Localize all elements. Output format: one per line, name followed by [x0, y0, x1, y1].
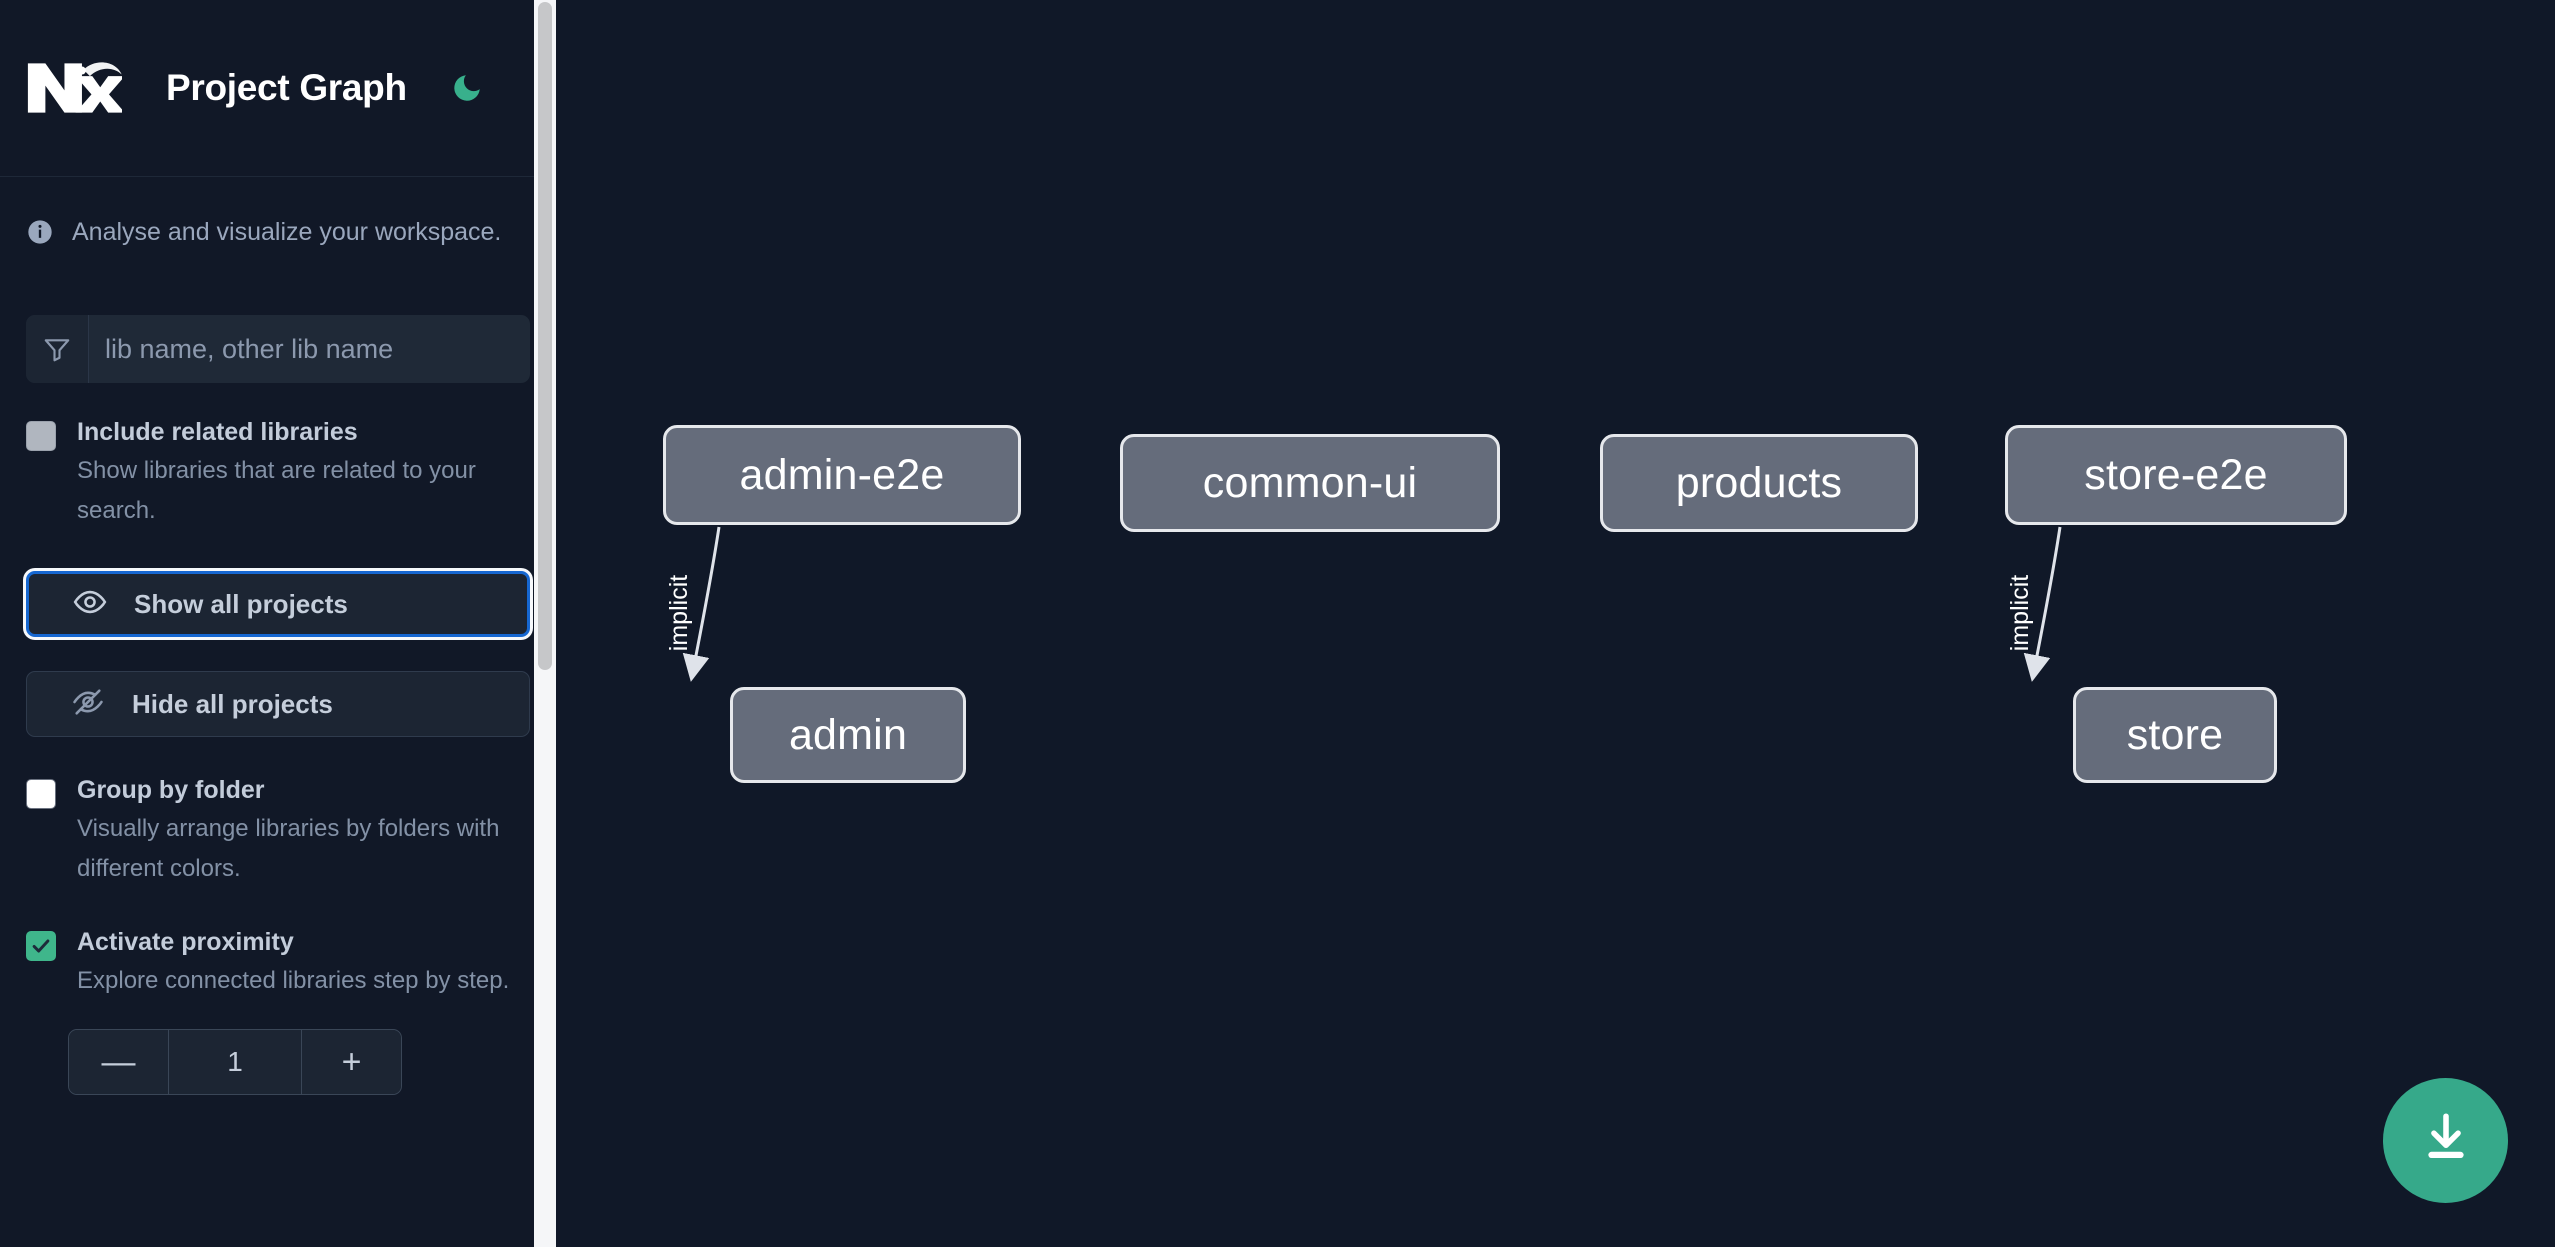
- edge-label-implicit-admin: implicit: [665, 575, 693, 651]
- hide-all-projects-label: Hide all projects: [132, 688, 333, 719]
- page-title: Project Graph: [166, 67, 407, 108]
- activate-proximity-checkbox[interactable]: [26, 931, 56, 961]
- include-related-libraries-checkbox[interactable]: [26, 421, 56, 451]
- option-texts: Group by folder Visually arrange librari…: [77, 775, 517, 889]
- option-texts: Include related libraries Show libraries…: [77, 417, 517, 531]
- option-title: Group by folder: [77, 776, 265, 804]
- filter-field[interactable]: [26, 315, 530, 383]
- graph-node-label: admin: [788, 710, 908, 759]
- search-input[interactable]: [89, 315, 530, 383]
- option-description: Visually arrange libraries by folders wi…: [77, 815, 500, 882]
- proximity-increment-button[interactable]: +: [301, 1030, 401, 1094]
- option-include-related-libraries[interactable]: Include related libraries Show libraries…: [0, 417, 556, 531]
- proximity-stepper: — 1 +: [68, 1029, 402, 1095]
- graph-node-store[interactable]: store: [2073, 687, 2277, 783]
- download-graph-button[interactable]: [2383, 1078, 2508, 1203]
- moon-icon[interactable]: [445, 66, 489, 110]
- option-texts: Activate proximity Explore connected lib…: [77, 927, 509, 1001]
- edge-admin-e2e-to-admin: [682, 526, 721, 682]
- graph-node-products[interactable]: products: [1600, 434, 1918, 532]
- edge-label-implicit-store: implicit: [2006, 575, 2034, 651]
- graph-node-store-e2e[interactable]: store-e2e: [2005, 425, 2347, 525]
- info-icon: [26, 218, 54, 246]
- graph-canvas[interactable]: implicit implicit admin-e2e common-ui pr…: [556, 0, 2555, 1247]
- graph-node-label: common-ui: [1202, 458, 1418, 507]
- show-all-projects-label: Show all projects: [134, 588, 348, 619]
- graph-edges: implicit implicit: [665, 526, 2062, 682]
- option-title: Activate proximity: [77, 928, 294, 956]
- graph-node-label: products: [1675, 458, 1843, 507]
- group-by-folder-checkbox[interactable]: [26, 779, 56, 809]
- option-description: Explore connected libraries step by step…: [77, 967, 510, 994]
- hide-all-projects-button[interactable]: Hide all projects: [26, 671, 530, 737]
- proximity-value: 1: [169, 1030, 301, 1094]
- option-title: Include related libraries: [77, 418, 358, 446]
- sidebar-scrollbar-thumb[interactable]: [538, 2, 552, 670]
- option-activate-proximity[interactable]: Activate proximity Explore connected lib…: [0, 927, 556, 1001]
- nx-logo-icon: [26, 57, 122, 119]
- show-all-projects-button[interactable]: Show all projects: [26, 571, 530, 637]
- graph-node-common-ui[interactable]: common-ui: [1120, 434, 1500, 532]
- eye-icon: [73, 585, 107, 624]
- download-icon: [2417, 1109, 2475, 1172]
- graph-node-admin-e2e[interactable]: admin-e2e: [663, 425, 1021, 525]
- graph-node-label: admin-e2e: [739, 450, 945, 499]
- workspace-hint-text: Analyse and visualize your workspace.: [72, 217, 502, 246]
- option-group-by-folder[interactable]: Group by folder Visually arrange librari…: [0, 775, 556, 889]
- proximity-decrement-button[interactable]: —: [69, 1030, 169, 1094]
- sidebar: Project Graph Analyse and visualize your…: [0, 0, 556, 1247]
- sidebar-scrollbar[interactable]: [534, 0, 556, 1247]
- workspace-hint: Analyse and visualize your workspace.: [0, 177, 556, 287]
- option-description: Show libraries that are related to your …: [77, 457, 476, 524]
- edge-store-e2e-to-store: [2023, 526, 2062, 682]
- graph-node-admin[interactable]: admin: [730, 687, 966, 783]
- graph-node-label: store-e2e: [2084, 450, 2268, 499]
- funnel-icon: [26, 315, 89, 383]
- graph-node-label: store: [2126, 710, 2224, 759]
- eye-off-icon: [71, 685, 105, 724]
- sidebar-header: Project Graph: [0, 0, 556, 177]
